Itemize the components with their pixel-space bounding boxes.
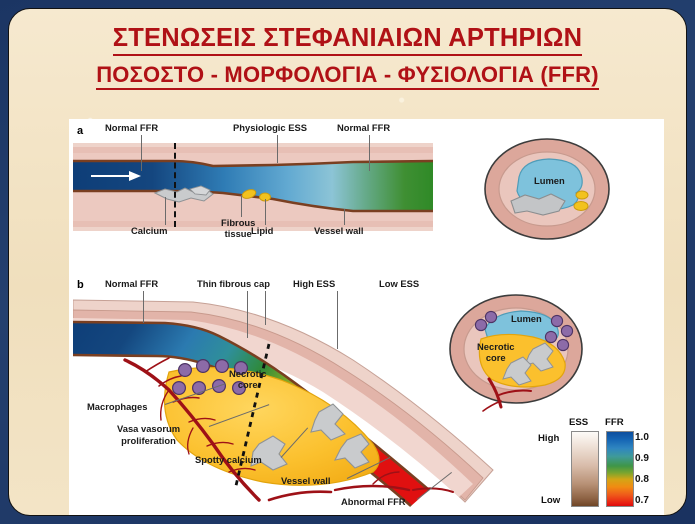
- ffr-tick-1: 0.9: [635, 453, 649, 464]
- leader-low-ess-b: [337, 291, 338, 349]
- label-lipid-a: Lipid: [251, 225, 274, 236]
- label-macrophages-b: Macrophages: [87, 401, 148, 412]
- label-lumen-b: Lumen: [511, 313, 542, 324]
- label-necrotic-core-b: Necrotic core: [229, 368, 267, 391]
- legend-colorbars: ESS FFR High Low 1.0 0.9 0.8 0.7: [538, 417, 656, 509]
- flow-arrow-a: [91, 171, 141, 181]
- label-thin-fibrous-cap-b: Thin fibrous cap: [197, 278, 270, 289]
- label-vessel-wall-a: Vessel wall: [314, 225, 364, 236]
- leader-vessel-wall-a: [344, 209, 345, 225]
- label-fibrous-tissue-a: Fibrous tissue: [221, 217, 256, 239]
- leader-normal-ffr-b: [143, 291, 144, 323]
- lipid-droplet: [241, 189, 257, 199]
- legend-ess-title: ESS: [569, 417, 589, 428]
- label-necrotic-core-line1: Necrotic: [229, 368, 267, 379]
- label-necrotic-core-line2: core: [237, 379, 258, 391]
- label-necrotic-core-cs-line1: Necrotic: [477, 341, 515, 352]
- page-subtitle: ΠΟΣΟΣΤΟ - ΜΟΡΦΟΛΟΓΙΑ - ΦΥΣΙΟΛΟΓΙΑ (FFR): [96, 63, 599, 90]
- leader-normal-ffr-right-a: [369, 135, 370, 171]
- panel-b-dashed-marker: [233, 343, 271, 491]
- calcium-shape-a: [510, 193, 566, 216]
- label-normal-ffr-left-a: Normal FFR: [105, 122, 159, 133]
- legend-ffr-title: FFR: [605, 417, 624, 428]
- panel-a-letter: a: [77, 125, 84, 137]
- label-normal-ffr-b: Normal FFR: [105, 278, 159, 289]
- ffr-tick-0: 1.0: [635, 432, 649, 443]
- leader-high-ess-b: [265, 291, 266, 325]
- panel-a-cross-section: [484, 138, 610, 240]
- ffr-colorbar: [606, 431, 634, 507]
- panel-b-artery-longitudinal: [73, 299, 494, 507]
- panel-a-artery-longitudinal: [73, 143, 433, 231]
- ess-colorbar: [571, 431, 599, 507]
- necrotic-core-b: [163, 366, 380, 486]
- slide-content-panel: ΣΤΕΝΩΣΕΙΣ ΣΤΕΦΑΝΙΑΙΩΝ ΑΡΤΗΡΙΩΝ ΠΟΣΟΣΤΟ -…: [8, 8, 687, 516]
- label-abnormal-ffr-b: Abnormal FFR: [341, 496, 406, 507]
- label-normal-ffr-right-a: Normal FFR: [337, 122, 391, 133]
- label-spotty-calcium-b: Spotty calcium: [195, 454, 262, 465]
- label-vasa-vasorum-b: Vasa vasorum proliferation: [117, 423, 180, 447]
- slide-title-block: ΣΤΕΝΩΣΕΙΣ ΣΤΕΦΑΝΙΑΙΩΝ ΑΡΤΗΡΙΩΝ ΠΟΣΟΣΤΟ -…: [9, 25, 686, 90]
- label-lumen-a: Lumen: [534, 175, 565, 186]
- label-vessel-wall-b: Vessel wall: [281, 475, 331, 486]
- vasa-vasorum-b: [123, 357, 454, 502]
- legend-ess-high-label: High: [538, 433, 560, 444]
- ffr-tick-3: 0.7: [635, 495, 649, 506]
- panel-a-dashed-marker: [174, 143, 176, 227]
- figure-board: a: [69, 119, 664, 515]
- macrophages-cs-b: [474, 310, 574, 352]
- legend-ess-low-label: Low: [541, 495, 561, 506]
- leader-lipid-a: [265, 199, 266, 225]
- label-fibrous-tissue-line1: Fibrous: [221, 217, 256, 228]
- label-calcium-a: Calcium: [131, 225, 168, 236]
- leader-thin-fibrous-cap-b: [247, 291, 248, 338]
- leader-calcium-a: [165, 197, 166, 225]
- leader-fibrous-tissue-a: [241, 195, 242, 217]
- label-vasa-vasorum-line2: proliferation: [121, 434, 176, 446]
- leader-physiologic-ess-a: [277, 135, 278, 163]
- page-title: ΣΤΕΝΩΣΕΙΣ ΣΤΕΦΑΝΙΑΙΩΝ ΑΡΤΗΡΙΩΝ: [112, 25, 583, 56]
- leader-normal-ffr-left-a: [141, 135, 142, 171]
- macrophages-b: [171, 358, 249, 395]
- spotty-calcium-b: [250, 403, 370, 471]
- label-low-ess-b: Low ESS: [379, 278, 420, 289]
- panel-b-cross-section: [449, 294, 583, 412]
- label-vasa-vasorum-line1: Vasa vasorum: [117, 423, 181, 434]
- label-necrotic-core-cs-line2: core: [485, 352, 506, 364]
- ffr-tick-2: 0.8: [635, 474, 649, 485]
- label-necrotic-core-cs-b: Necrotic core: [477, 341, 515, 364]
- label-fibrous-tissue-line2: tissue: [224, 227, 252, 239]
- panel-b-letter: b: [77, 279, 84, 291]
- label-physiologic-ess-a: Physiologic ESS: [233, 122, 307, 133]
- label-high-ess-b: High ESS: [293, 278, 336, 289]
